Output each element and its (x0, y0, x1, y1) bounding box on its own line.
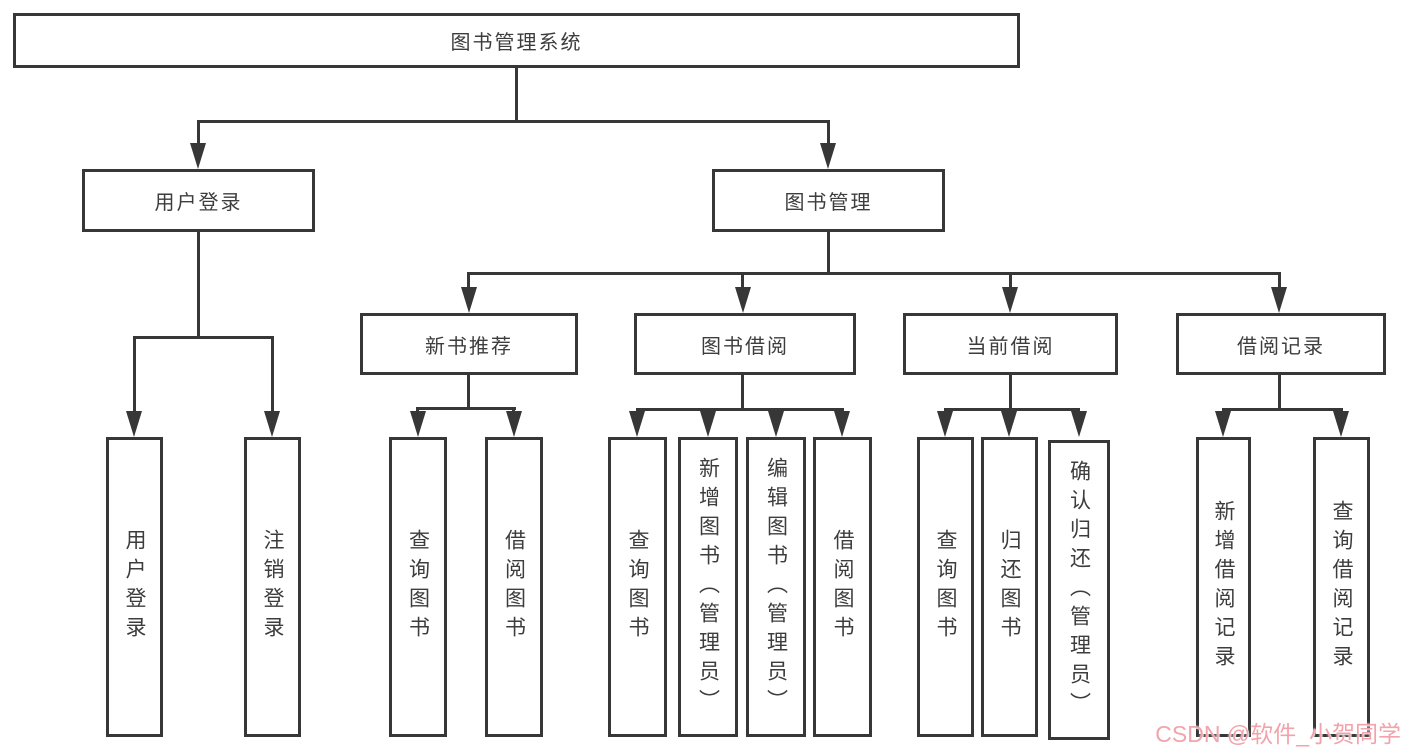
node-book-management-group: 图书管理 (712, 169, 945, 232)
arrow-down-icon (820, 143, 836, 169)
arrow-down-icon (1001, 411, 1017, 437)
connector-line (944, 408, 1080, 411)
connector-line (133, 336, 136, 413)
leaf-return-books: 归还图书 (981, 437, 1038, 737)
node-current-borrowing: 当前借阅 (903, 313, 1118, 375)
connector-line (774, 408, 777, 413)
connector-line (197, 232, 200, 336)
node-new-book-recommendation: 新书推荐 (360, 313, 578, 375)
node-book-borrowing: 图书借阅 (634, 313, 856, 375)
leaf-logout: 注销登录 (244, 437, 301, 737)
connector-line (1009, 375, 1012, 408)
leaf-confirm-return-admin: 确认归还（管理员） (1048, 440, 1110, 740)
arrow-down-icon (1271, 287, 1287, 313)
connector-line (1077, 408, 1080, 413)
connector-line (1222, 408, 1225, 413)
connector-line (197, 120, 200, 145)
connector-line (271, 336, 274, 413)
arrow-down-icon (700, 411, 716, 437)
connector-line (841, 408, 844, 413)
connector-line (197, 120, 829, 123)
leaf-add-books-admin: 新增图书（管理员） (678, 437, 738, 737)
node-library-management-system: 图书管理系统 (13, 13, 1020, 68)
connector-line (512, 407, 515, 413)
arrow-down-icon (834, 411, 850, 437)
connector-line (1340, 408, 1343, 413)
arrow-down-icon (190, 143, 206, 169)
leaf-query-borrow-record: 查询借阅记录 (1313, 437, 1370, 737)
connector-line (467, 272, 470, 289)
connector-line (468, 272, 1280, 275)
leaf-borrow-books-borrowing: 借阅图书 (813, 437, 872, 737)
node-borrowing-records: 借阅记录 (1176, 313, 1386, 375)
leaf-query-books-borrowing: 查询图书 (608, 437, 667, 737)
leaf-query-books-current: 查询图书 (917, 437, 974, 737)
connector-line (944, 408, 947, 413)
connector-line (636, 408, 844, 411)
arrow-down-icon (461, 287, 477, 313)
connector-line (741, 375, 744, 408)
arrow-down-icon (937, 411, 953, 437)
arrow-down-icon (1215, 411, 1231, 437)
csdn-watermark: CSDN @软件_小贺同学 (1155, 721, 1401, 747)
arrow-down-icon (1071, 411, 1087, 437)
connector-line (1009, 272, 1012, 289)
connector-line (1278, 375, 1281, 408)
connector-line (1008, 408, 1011, 413)
connector-line (636, 408, 639, 413)
arrow-down-icon (629, 411, 645, 437)
arrow-down-icon (1002, 287, 1018, 313)
connector-line (827, 232, 830, 272)
leaf-user-login: 用户登录 (106, 437, 163, 737)
leaf-borrow-books-recommend: 借阅图书 (485, 437, 543, 737)
connector-line (1278, 272, 1281, 289)
arrow-down-icon (1333, 411, 1349, 437)
arrow-down-icon (768, 411, 784, 437)
connector-line (133, 336, 273, 339)
connector-line (416, 407, 419, 413)
leaf-add-borrow-record: 新增借阅记录 (1196, 437, 1251, 737)
arrow-down-icon (506, 411, 522, 437)
connector-line (467, 375, 470, 407)
arrow-down-icon (735, 287, 751, 313)
arrow-down-icon (264, 411, 280, 437)
connector-line (706, 408, 709, 413)
connector-line (1222, 408, 1342, 411)
connector-line (741, 272, 744, 289)
node-user-login-group: 用户登录 (82, 169, 315, 232)
connector-line (416, 407, 516, 410)
connector-line (515, 68, 518, 120)
connector-line (827, 120, 830, 145)
leaf-query-books-recommend: 查询图书 (389, 437, 447, 737)
leaf-edit-books-admin: 编辑图书（管理员） (746, 437, 806, 737)
arrow-down-icon (126, 411, 142, 437)
arrow-down-icon (410, 411, 426, 437)
